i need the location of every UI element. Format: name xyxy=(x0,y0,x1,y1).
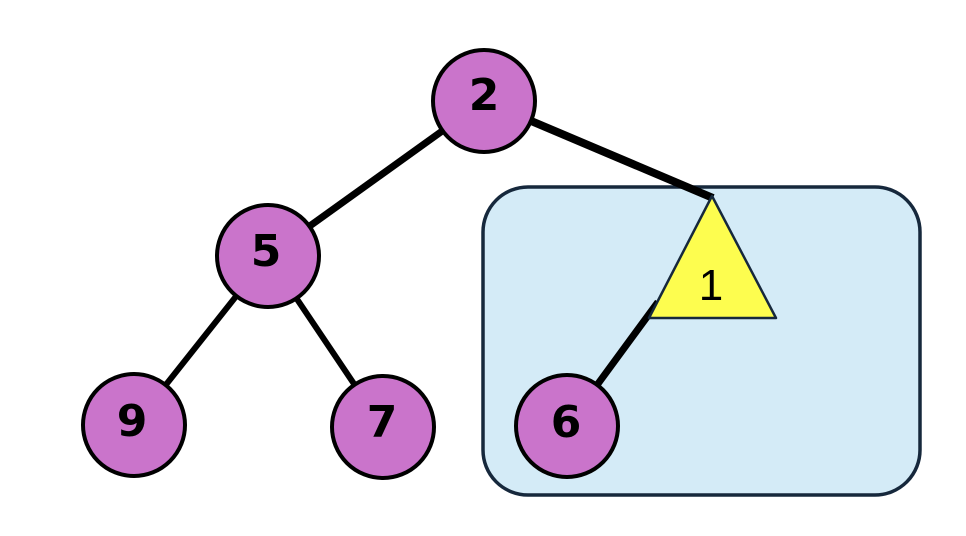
tree-node-6: 6 xyxy=(514,373,620,479)
node-circle xyxy=(215,203,321,309)
node-label: 9 xyxy=(117,396,148,447)
node-label: 5 xyxy=(251,226,282,277)
node-label: 7 xyxy=(367,397,398,448)
tree-node-5: 5 xyxy=(215,203,321,309)
tree-node-7: 7 xyxy=(330,374,436,480)
subtree-triangle-1: 1 xyxy=(647,194,778,320)
subtree-triangle xyxy=(647,194,778,320)
node-circle xyxy=(431,48,537,154)
node-circle xyxy=(514,373,620,479)
node-label: 2 xyxy=(469,70,500,121)
node-circle xyxy=(330,374,436,480)
subtree-triangle-label: 1 xyxy=(699,261,723,310)
node-label: 6 xyxy=(551,397,582,448)
tree-node-2: 2 xyxy=(431,48,537,154)
tree-node-9: 9 xyxy=(81,372,187,478)
node-circle xyxy=(81,372,187,478)
